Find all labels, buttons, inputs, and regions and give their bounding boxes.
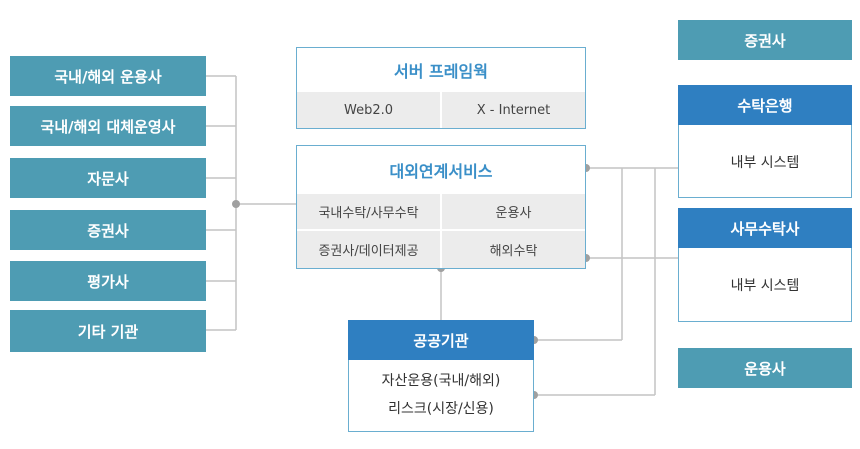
left-entity-securities: 증권사 [10, 210, 206, 250]
left-entity-label: 증권사 [87, 221, 129, 240]
left-entity-rating: 평가사 [10, 261, 206, 301]
external-service-cell-custody: 국내수탁/사무수탁 [297, 194, 441, 230]
left-entity-other-institutions: 기타 기관 [10, 310, 206, 352]
public-agency-line-asset: 자산운용(국내/해외) [381, 373, 501, 389]
server-framework-cell-web: Web2.0 [297, 92, 441, 128]
public-agency-title: 공공기관 [348, 320, 534, 360]
server-framework-cell-xinternet: X - Internet [442, 92, 585, 128]
server-framework-box: 서버 프레임웍 Web2.0 X - Internet [296, 47, 586, 129]
admin-custodian-title: 사무수탁사 [678, 208, 852, 248]
external-service-cell-overseas: 해외수탁 [442, 231, 585, 268]
right-entity-securities: 증권사 [678, 20, 852, 60]
left-entity-label: 기타 기관 [77, 322, 139, 341]
left-entity-alternative-manager: 국내/해외 대체운영사 [10, 106, 206, 146]
left-entity-label: 자문사 [87, 169, 129, 188]
public-agency-line-risk: 리스크(시장/신용) [388, 401, 494, 417]
left-entity-advisory: 자문사 [10, 158, 206, 198]
custodian-bank-body: 내부 시스템 [730, 154, 800, 171]
custodian-bank-title: 수탁은행 [678, 85, 852, 125]
left-entity-label: 평가사 [87, 272, 129, 291]
right-entity-label: 증권사 [744, 31, 786, 50]
external-service-cell-data: 증권사/데이터제공 [297, 231, 441, 268]
admin-custodian-box: 사무수탁사 내부 시스템 [678, 208, 852, 322]
admin-custodian-body: 내부 시스템 [730, 278, 800, 294]
right-entity-label: 운용사 [744, 359, 786, 378]
left-entity-domestic-overseas-asset-manager: 국내/해외 운용사 [10, 56, 206, 96]
left-entity-label: 국내/해외 운용사 [54, 67, 162, 86]
external-service-title: 대외연계서비스 [389, 162, 493, 181]
public-agency-box: 공공기관 자산운용(국내/해외) 리스크(시장/신용) [348, 320, 534, 432]
custodian-bank-box: 수탁은행 내부 시스템 [678, 85, 852, 198]
external-service-cell-manager: 운용사 [442, 194, 585, 230]
server-framework-title: 서버 프레임웍 [394, 62, 488, 81]
right-entity-asset-manager: 운용사 [678, 348, 852, 388]
left-entity-label: 국내/해외 대체운영사 [40, 117, 176, 136]
external-service-box: 대외연계서비스 국내수탁/사무수탁 운용사 증권사/데이터제공 해외수탁 [296, 145, 586, 269]
